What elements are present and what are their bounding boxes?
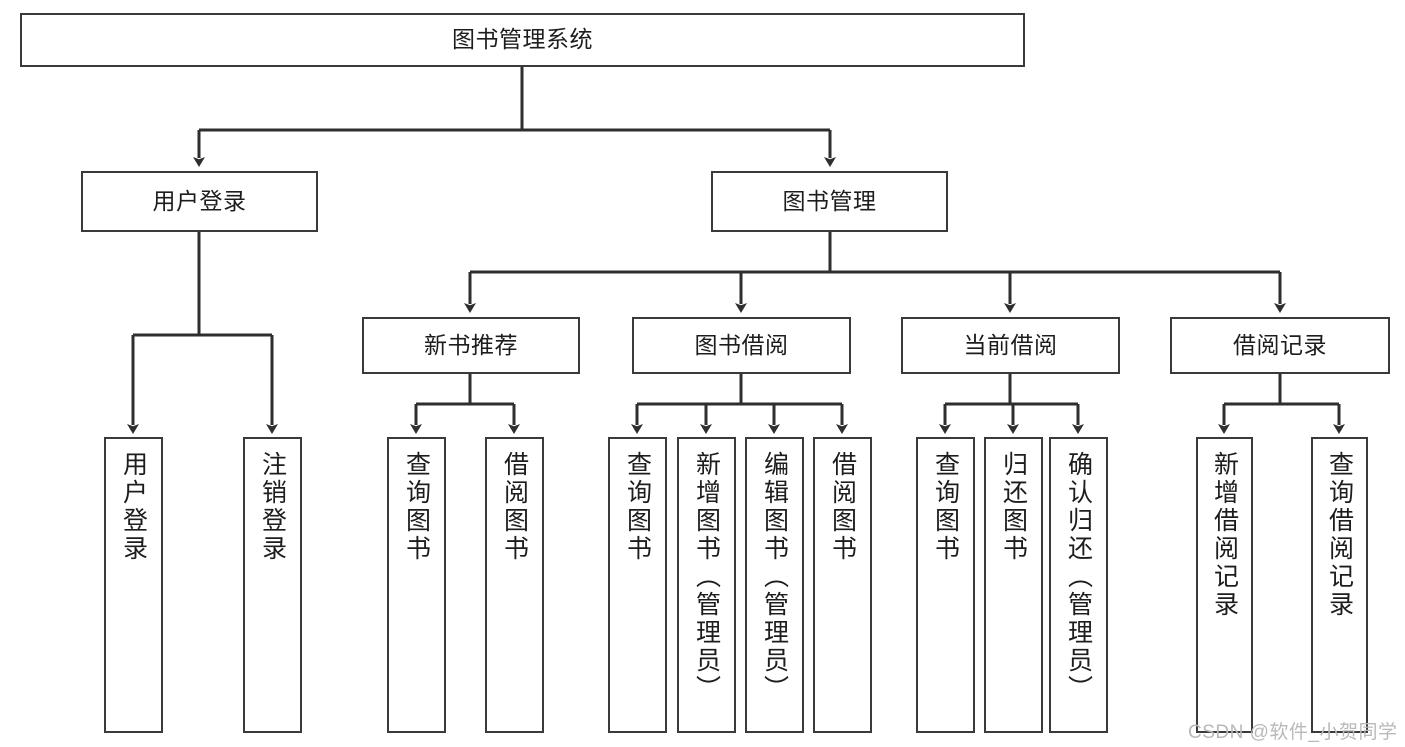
node-label: 注销登录 xyxy=(258,451,287,563)
leaf-edit-book-admin[interactable]: 编辑图书（管理员） xyxy=(745,437,804,733)
node-label: 当前借阅 xyxy=(963,331,1058,358)
node-book-borrowing[interactable]: 图书借阅 xyxy=(632,317,851,374)
node-label: 借阅记录 xyxy=(1233,331,1327,358)
node-new-book-recommendation[interactable]: 新书推荐 xyxy=(362,317,580,374)
node-user-login[interactable]: 用户登录 xyxy=(81,171,318,232)
leaf-query-books-current[interactable]: 查询图书 xyxy=(916,437,975,733)
csdn-watermark: CSDN @软件_小贺同学 xyxy=(1188,722,1398,743)
node-label: 归还图书 xyxy=(999,451,1028,563)
leaf-logout[interactable]: 注销登录 xyxy=(243,437,302,733)
leaf-user-login[interactable]: 用户登录 xyxy=(104,437,163,733)
node-label: 用户登录 xyxy=(152,187,247,214)
leaf-borrow-books-newbook[interactable]: 借阅图书 xyxy=(485,437,544,733)
leaf-return-books[interactable]: 归还图书 xyxy=(984,437,1043,733)
node-label: 新书推荐 xyxy=(424,331,518,358)
node-label: 查询图书 xyxy=(931,451,960,563)
node-label: 查询图书 xyxy=(402,451,431,563)
node-label: 查询借阅记录 xyxy=(1325,451,1354,619)
node-root-book-management-system[interactable]: 图书管理系统 xyxy=(20,13,1025,67)
node-label: 图书管理系统 xyxy=(452,26,593,53)
node-label: 借阅图书 xyxy=(500,451,529,563)
leaf-query-borrow-record[interactable]: 查询借阅记录 xyxy=(1311,437,1368,733)
leaf-confirm-return-admin[interactable]: 确认归还（管理员） xyxy=(1049,437,1108,733)
leaf-add-borrow-record[interactable]: 新增借阅记录 xyxy=(1196,437,1253,733)
leaf-query-books-borrow[interactable]: 查询图书 xyxy=(608,437,667,733)
node-book-management[interactable]: 图书管理 xyxy=(711,171,948,232)
node-label: 新增图书（管理员） xyxy=(692,451,721,703)
node-label: 图书管理 xyxy=(782,187,877,214)
node-label: 图书借阅 xyxy=(694,331,789,358)
node-label: 查询图书 xyxy=(623,451,652,563)
node-label: 用户登录 xyxy=(119,451,148,563)
node-borrow-records[interactable]: 借阅记录 xyxy=(1170,317,1390,374)
node-label: 新增借阅记录 xyxy=(1210,451,1239,619)
node-label: 编辑图书（管理员） xyxy=(760,451,789,703)
leaf-borrow-books[interactable]: 借阅图书 xyxy=(813,437,872,733)
leaf-add-book-admin[interactable]: 新增图书（管理员） xyxy=(677,437,736,733)
node-label: 确认归还（管理员） xyxy=(1064,451,1093,703)
leaf-query-books-newbook[interactable]: 查询图书 xyxy=(387,437,446,733)
node-current-borrowing[interactable]: 当前借阅 xyxy=(901,317,1120,374)
node-label: 借阅图书 xyxy=(828,451,857,563)
